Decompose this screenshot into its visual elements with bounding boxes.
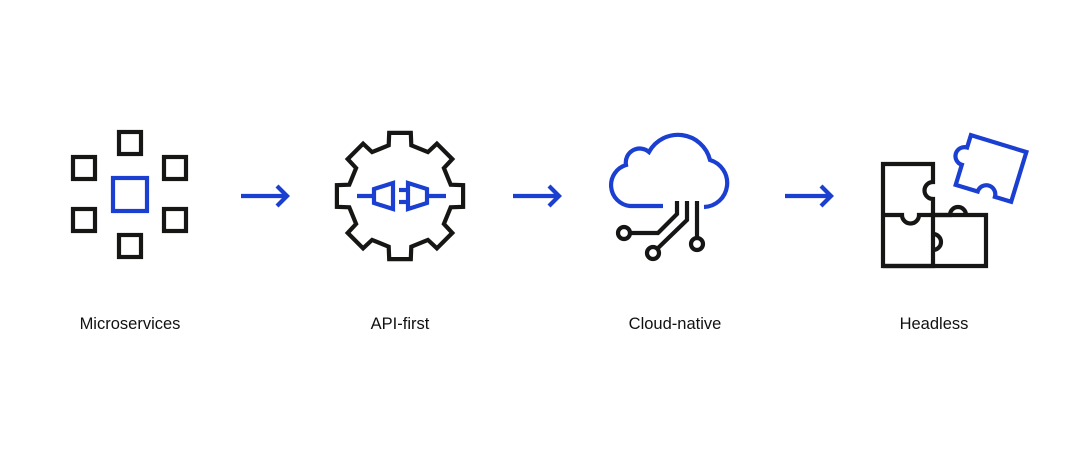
- step-label-cloud-native: Cloud-native: [628, 315, 722, 333]
- arrow-right-icon: [513, 184, 562, 208]
- step-label-microservices: Microservices: [79, 315, 181, 333]
- step-label-headless: Headless: [899, 315, 969, 333]
- microservices-icon: [70, 129, 189, 260]
- arrow-right-icon: [785, 184, 834, 208]
- puzzle-icon: [880, 132, 1029, 269]
- arrow-right-icon: [241, 184, 290, 208]
- cloud-circuit-icon: [609, 132, 730, 262]
- step-label-api-first: API-first: [370, 315, 430, 333]
- gear-plug-icon: [334, 130, 466, 262]
